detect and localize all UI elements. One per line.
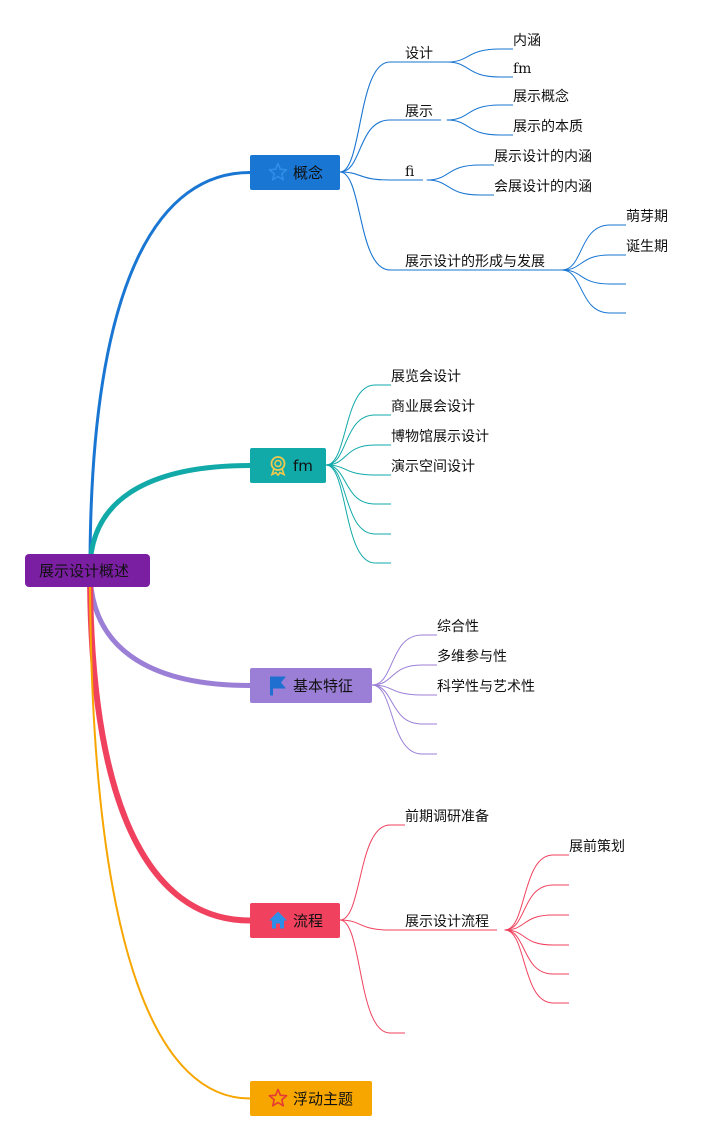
concept-node-1: 展示 <box>405 104 433 120</box>
concept-1-leaf-1: 展示的本质 <box>513 119 583 135</box>
concept-3-leaf-1: 诞生期 <box>626 239 668 255</box>
concept-2-leaf-link-0 <box>426 164 481 181</box>
concept-0-leaf-link-0 <box>446 48 501 63</box>
fm-link-5 <box>325 464 376 535</box>
fm-link-6 <box>325 464 376 564</box>
concept-node-2: fi <box>405 164 415 180</box>
concept-0-leaf-0: 内涵 <box>513 33 541 49</box>
fm-link-2 <box>325 444 376 466</box>
process-flow-leaf-link-0 <box>504 854 554 931</box>
branch-node-label-0: 概念 <box>293 164 323 182</box>
fm-node-1: 商业展会设计 <box>391 399 475 415</box>
branch-link-1 <box>87 463 253 573</box>
concept-link-0 <box>339 61 391 173</box>
concept-1-leaf-link-1 <box>446 119 501 136</box>
concept-link-1 <box>339 119 391 173</box>
fm-node-3: 演示空间设计 <box>391 459 475 475</box>
feature-node-1: 多维参与性 <box>437 648 507 665</box>
process-node-0: 前期调研准备 <box>405 808 489 825</box>
branch-node-3[interactable] <box>250 903 340 938</box>
branch-node-label-2: 基本特征 <box>293 677 353 695</box>
branch-node-label-1: fm <box>293 457 313 475</box>
root-node[interactable] <box>25 554 150 587</box>
concept-3-leaf-link-3 <box>561 269 611 314</box>
concept-node-3: 展示设计的形成与发展 <box>405 254 545 270</box>
concept-1-leaf-link-0 <box>446 104 501 121</box>
feature-link-1 <box>371 664 423 686</box>
process-flow-leaf-link-4 <box>504 929 554 975</box>
concept-3-leaf-link-1 <box>561 254 611 271</box>
concept-3-leaf-0: 萌芽期 <box>626 209 668 225</box>
feature-link-4 <box>371 684 423 755</box>
fm-link-3 <box>325 464 376 476</box>
feature-link-2 <box>371 684 423 696</box>
process-link-1 <box>339 919 391 931</box>
flag-icon <box>270 676 286 696</box>
feature-node-0: 综合性 <box>437 619 479 635</box>
branch-node-1[interactable] <box>250 448 326 483</box>
feature-node-2: 科学性与艺术性 <box>437 679 535 695</box>
concept-1-leaf-0: 展示概念 <box>513 88 569 105</box>
branch-node-0[interactable] <box>250 155 340 190</box>
process-flow-leaf-link-2 <box>504 914 554 931</box>
branch-link-0 <box>88 171 252 572</box>
concept-2-leaf-link-1 <box>426 179 481 196</box>
fm-link-4 <box>325 464 376 505</box>
process-flow-leaf-link-5 <box>504 929 554 1004</box>
process-flow-leaf-0: 展前策划 <box>569 838 625 855</box>
process-link-0 <box>339 824 391 921</box>
concept-2-leaf-1: 会展设计的内涵 <box>494 179 592 195</box>
concept-3-leaf-link-0 <box>561 224 611 271</box>
concept-link-3 <box>339 171 391 271</box>
branch-node-4[interactable] <box>250 1081 372 1116</box>
concept-node-0: 设计 <box>405 46 433 62</box>
concept-3-leaf-link-2 <box>561 269 611 285</box>
branch-link-3 <box>87 567 253 924</box>
star-red-icon <box>268 1088 288 1107</box>
branch-node-label-4: 浮动主题 <box>293 1090 353 1108</box>
star-outline-icon <box>268 162 288 181</box>
branch-node-label-3: 流程 <box>293 912 323 930</box>
branch-link-2 <box>87 567 253 688</box>
fm-link-1 <box>325 414 376 466</box>
concept-0-leaf-1: fm <box>513 61 531 77</box>
fm-node-0: 展览会设计 <box>391 369 461 385</box>
feature-link-0 <box>371 634 423 686</box>
concept-link-2 <box>339 171 391 181</box>
process-flow-leaf-link-1 <box>504 884 554 931</box>
home-icon <box>269 911 287 929</box>
concept-2-leaf-0: 展示设计的内涵 <box>494 149 592 165</box>
process-node-1: 展示设计流程 <box>405 914 489 930</box>
root-node-label: 展示设计概述 <box>39 562 129 580</box>
concept-0-leaf-link-1 <box>446 61 501 78</box>
feature-link-3 <box>371 684 423 725</box>
process-link-2 <box>339 919 391 1034</box>
fm-link-0 <box>325 384 376 466</box>
fm-node-2: 博物馆展示设计 <box>391 428 489 445</box>
process-flow-leaf-link-3 <box>504 929 554 946</box>
branch-link-4 <box>89 569 251 1100</box>
award-badge-icon <box>270 456 286 477</box>
